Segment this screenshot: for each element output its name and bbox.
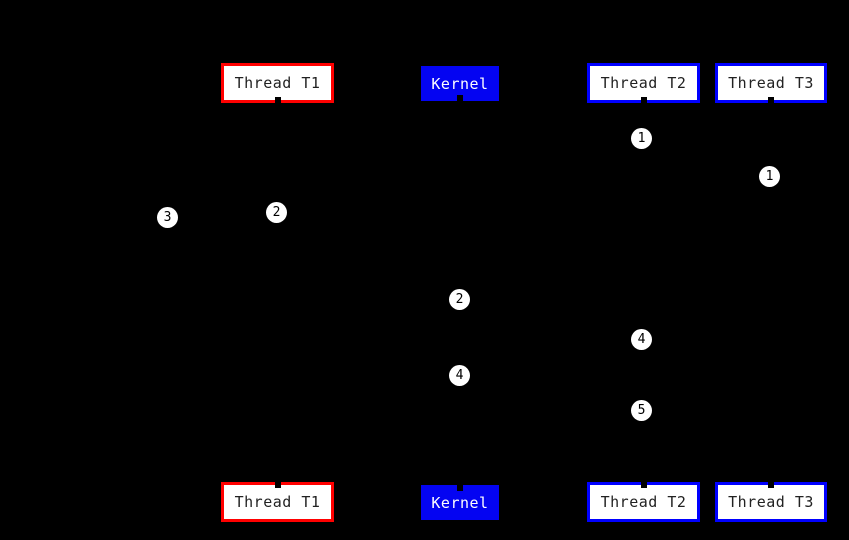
participant-thread-t3-bottom: Thread T3 <box>715 482 827 522</box>
step-marker-4-thread-t2: 4 <box>631 329 652 350</box>
step-marker-5-thread-t2: 5 <box>631 400 652 421</box>
participant-thread-t2-bottom: Thread T2 <box>587 482 700 522</box>
step-marker-3-left: 3 <box>157 207 178 228</box>
participant-kernel-bottom: Kernel <box>421 485 499 520</box>
step-marker-4-kernel: 4 <box>449 365 470 386</box>
participant-thread-t2-top: Thread T2 <box>587 63 700 103</box>
participant-thread-t3-top: Thread T3 <box>715 63 827 103</box>
step-marker-2-thread-t1: 2 <box>266 202 287 223</box>
participant-thread-t1-bottom: Thread T1 <box>221 482 334 522</box>
step-marker-1-thread-t3: 1 <box>759 166 780 187</box>
step-marker-2-kernel: 2 <box>449 289 470 310</box>
participant-kernel-top: Kernel <box>421 66 499 101</box>
step-marker-1-thread-t2: 1 <box>631 128 652 149</box>
participant-thread-t1-top: Thread T1 <box>221 63 334 103</box>
